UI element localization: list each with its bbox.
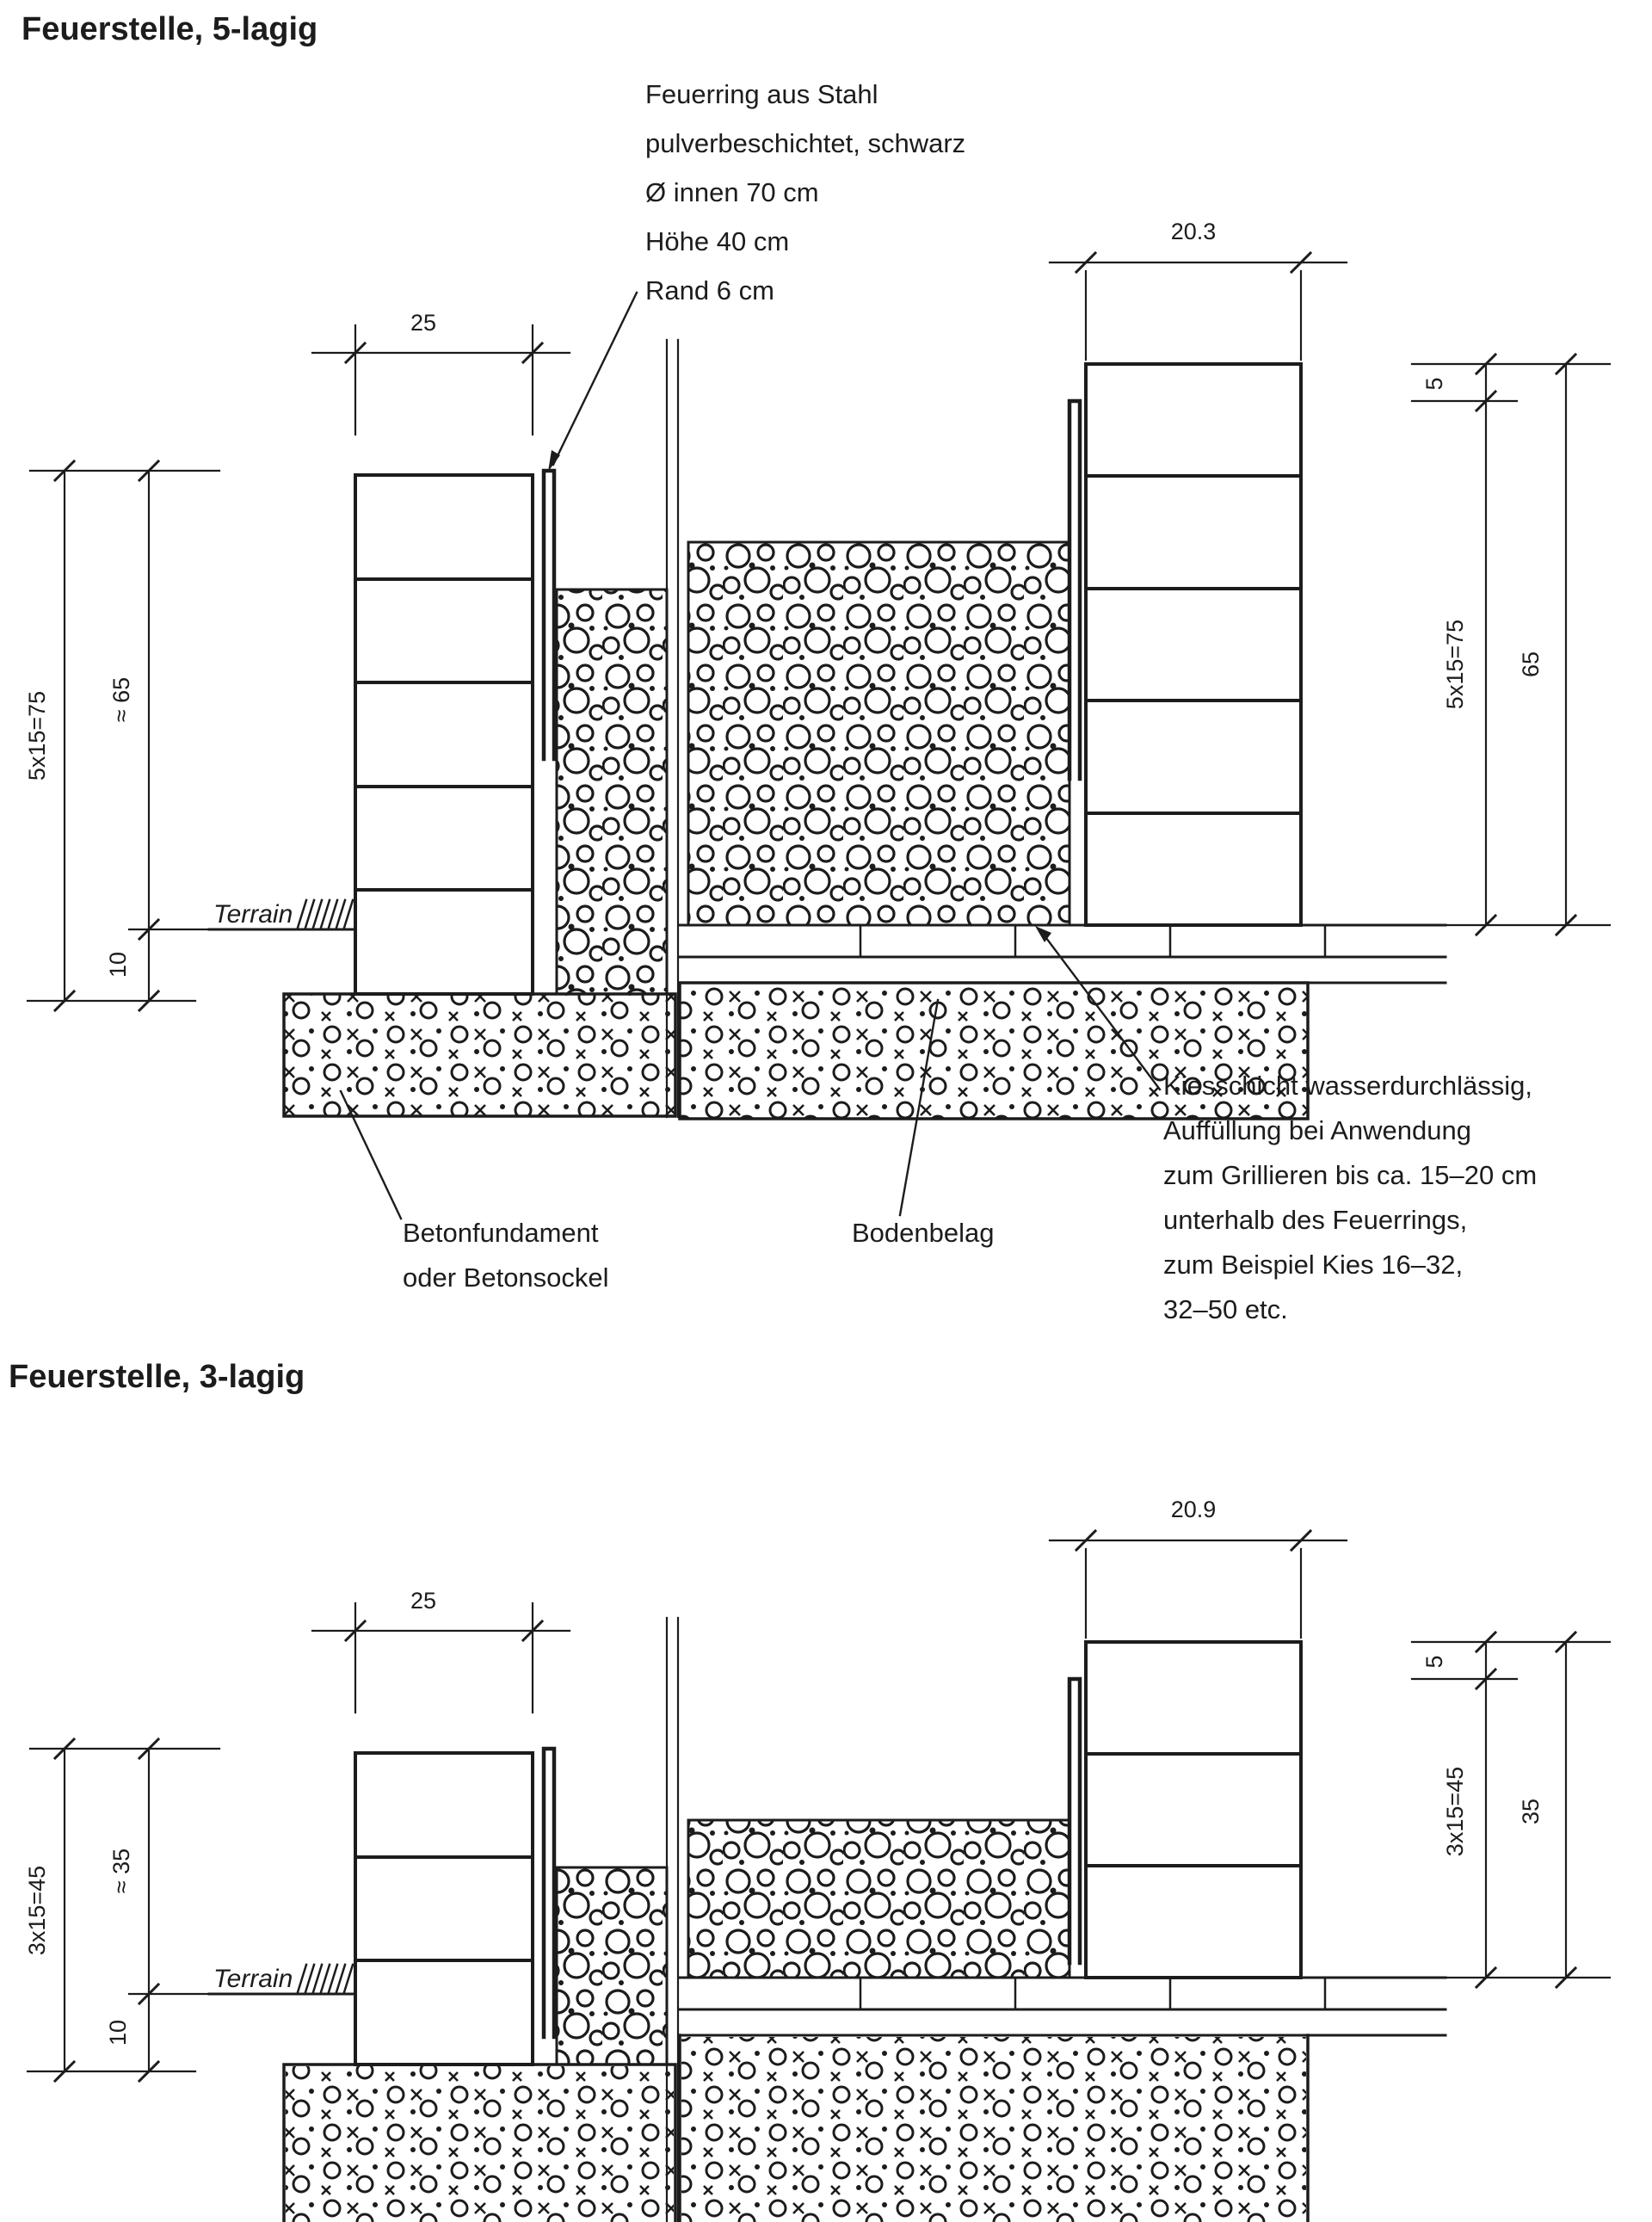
figure-3-lagig: Feuerstelle, 3-lagig 25 Terrain 3x15=45 … — [9, 1359, 1612, 2222]
terrain-hatch — [296, 1963, 354, 1994]
dim-buried-depth: 10 — [105, 2020, 131, 2046]
dim-block-width: 25 — [410, 1588, 436, 1614]
fire-ring-section — [1067, 1676, 1082, 1966]
gravel-fill — [687, 540, 1071, 927]
dim-extension-lines — [354, 324, 534, 436]
dim-level-lines — [26, 1747, 221, 2073]
note-line: Höhe 40 cm — [645, 226, 789, 256]
dim-ticks — [52, 459, 161, 1013]
gravel-fill — [555, 1866, 669, 2066]
dim-total-height: 3x15=45 — [1442, 1767, 1468, 1856]
note-line: Ø innen 70 cm — [645, 177, 819, 207]
foundation-edges — [282, 2063, 677, 2222]
dim-ticks — [1474, 1630, 1578, 1990]
section-left-buried: 25 Terrain 3x15=45 ≈ 35 10 — [24, 1588, 680, 2222]
block-joints — [354, 1855, 534, 1962]
figure-title: Feuerstelle, 3-lagig — [9, 1359, 305, 1395]
leader-line — [552, 291, 638, 466]
annotation-fundament: Betonfundament oder Betonsockel — [339, 1089, 609, 1293]
note-line: zum Grillieren bis ca. 15–20 cm — [1163, 1160, 1537, 1190]
block-stack — [1084, 362, 1303, 927]
dim-ticks — [1074, 250, 1313, 275]
foundation-edges — [678, 2034, 1310, 2222]
paving-layers — [678, 923, 1447, 984]
dim-extension-lines — [354, 1602, 534, 1714]
dim-total-height: 3x15=45 — [24, 1866, 50, 1955]
annotation-bodenbelag: Bodenbelag — [852, 998, 995, 1248]
centre-lines — [665, 338, 680, 1119]
leader-arrow — [1035, 926, 1051, 942]
paving-layers — [678, 1976, 1447, 2037]
dim-level-lines — [1410, 1640, 1612, 1979]
figure-title: Feuerstelle, 5-lagig — [22, 11, 317, 47]
note-line: Auffüllung bei Anwendung — [1163, 1115, 1471, 1145]
leader-line — [898, 998, 940, 1217]
dim-block-width: 20.9 — [1171, 1497, 1217, 1522]
leader-arrow — [548, 450, 560, 472]
block-joints — [1084, 474, 1303, 815]
dim-top-offset: 5 — [1421, 1655, 1447, 1668]
paving-joints — [859, 1976, 1327, 2011]
block-joints — [1084, 1752, 1303, 1867]
note-line: pulverbeschichtet, schwarz — [645, 128, 965, 158]
section-right-paved: 20.9 5 3x15=45 35 — [678, 1497, 1612, 2222]
dim-block-width: 20.3 — [1171, 219, 1217, 244]
dim-height-lines — [1484, 1640, 1568, 1979]
terrain-label: Terrain — [213, 900, 293, 929]
note-line: 32–50 etc. — [1163, 1294, 1288, 1324]
note-line: oder Betonsockel — [403, 1262, 609, 1293]
note-line: Betonfundament — [403, 1218, 599, 1248]
gravel-fill — [555, 588, 669, 996]
leader-line — [339, 1089, 403, 1220]
note-line: zum Beispiel Kies 16–32, — [1163, 1250, 1463, 1280]
block-stack — [354, 1751, 534, 2066]
block-stack — [1084, 1640, 1303, 1979]
leader-line — [1039, 929, 1162, 1091]
dim-height-lines — [63, 1747, 151, 2073]
dim-extension-lines — [1084, 269, 1303, 361]
annotation-feuerring: Feuerring aus Stahl pulverbeschichtet, s… — [548, 79, 965, 472]
annotation-kiesschicht: Kiesschicht wasserdurchlässig, Auffüllun… — [1035, 926, 1537, 1324]
gravel-fill — [687, 1818, 1071, 1979]
dim-height-lines — [1484, 362, 1568, 927]
section-right-paved: 20.3 5 5x15=75 65 — [678, 219, 1612, 1120]
section-left-buried: 25 Terrain 5x15=75 ≈ 65 10 — [24, 310, 680, 1119]
terrain-label: Terrain — [213, 1965, 293, 1993]
dim-total-height: 5x15=75 — [1442, 620, 1468, 709]
dim-level-lines — [26, 469, 221, 1003]
paving-joints — [859, 923, 1327, 959]
fire-ring-section — [541, 1746, 557, 2040]
dim-ticks — [1474, 352, 1578, 937]
dim-above-terrain: ≈ 35 — [108, 1849, 134, 1893]
dim-above-floor: 65 — [1518, 651, 1544, 677]
dim-top-offset: 5 — [1421, 377, 1447, 390]
note-line: Kiesschicht wasserdurchlässig, — [1163, 1071, 1532, 1101]
dim-height-lines — [63, 469, 151, 1003]
block-joints — [354, 577, 534, 892]
foundation-fill — [681, 2037, 1306, 2222]
dim-total-height: 5x15=75 — [24, 691, 50, 781]
dim-above-floor: 35 — [1518, 1799, 1544, 1824]
block-stack — [354, 473, 534, 996]
terrain-hatch — [296, 898, 354, 929]
foundation — [678, 981, 1310, 1120]
dim-above-terrain: ≈ 65 — [108, 677, 134, 722]
dim-ticks — [1074, 1528, 1313, 1552]
foundation — [282, 992, 677, 1118]
note-line: Rand 6 cm — [645, 275, 774, 306]
dim-block-width: 25 — [410, 310, 436, 336]
note-line: Feuerring aus Stahl — [645, 79, 878, 109]
dim-buried-depth: 10 — [105, 952, 131, 978]
fire-ring-section — [541, 468, 557, 762]
fire-ring-section — [1067, 398, 1082, 781]
dim-level-lines — [1410, 362, 1612, 927]
note-line: unterhalb des Feuerrings, — [1163, 1205, 1467, 1235]
note-line: Bodenbelag — [852, 1218, 995, 1248]
dim-extension-lines — [1084, 1547, 1303, 1639]
dim-ticks — [52, 1737, 161, 2083]
foundation-fill — [286, 2066, 674, 2222]
figure-5-lagig: Feuerstelle, 5-lagig 25 Terrain — [22, 11, 1612, 1324]
